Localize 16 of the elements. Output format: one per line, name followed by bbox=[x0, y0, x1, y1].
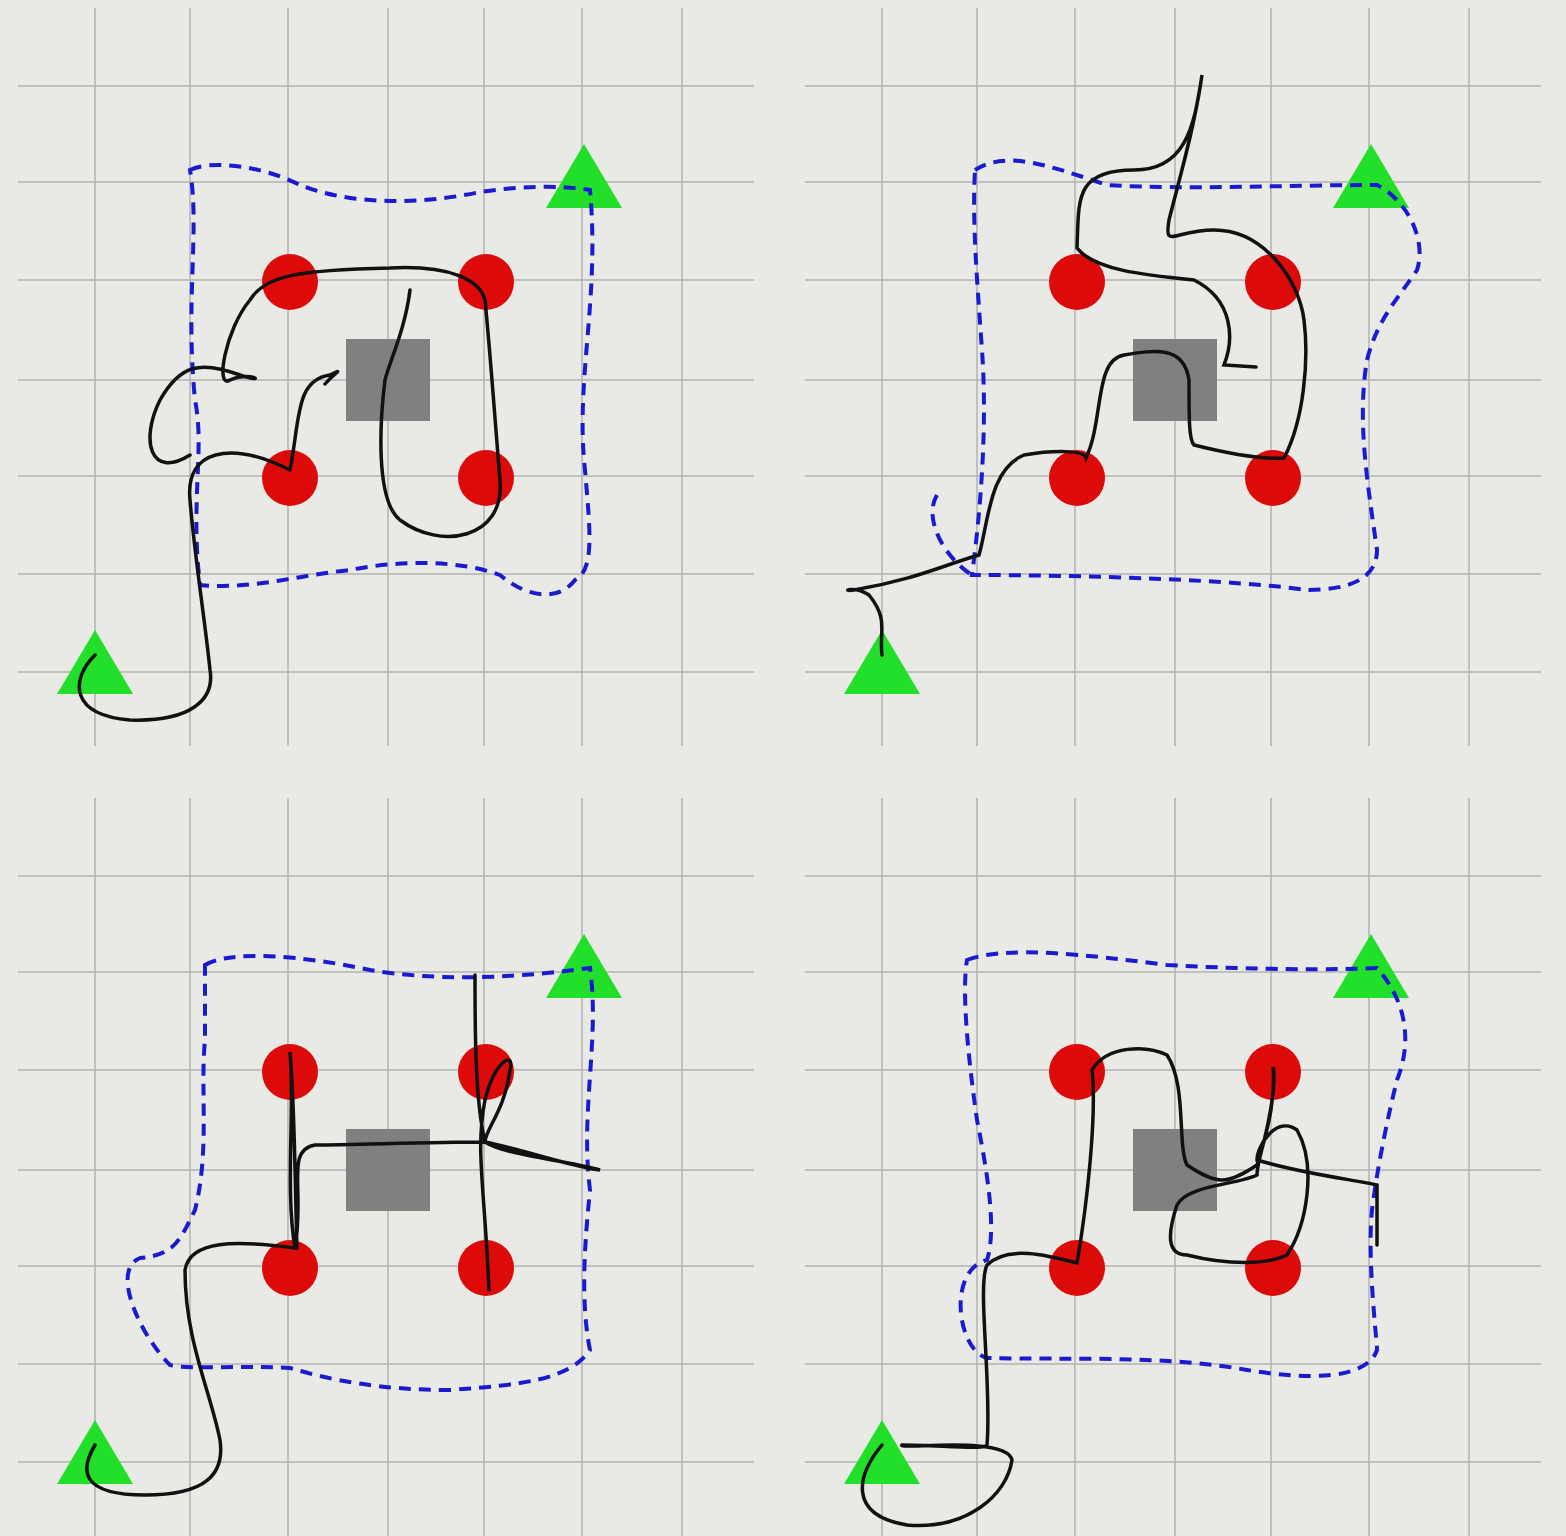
triangle-marker bbox=[1333, 934, 1409, 998]
trajectory-path bbox=[846, 73, 1308, 657]
trajectory-path bbox=[77, 265, 502, 722]
square-marker bbox=[346, 1129, 430, 1211]
square-marker bbox=[1133, 339, 1217, 421]
triangle-marker bbox=[57, 1420, 133, 1484]
triangle-marker bbox=[1333, 144, 1409, 208]
triangle-marker bbox=[546, 144, 622, 208]
trajectory-path bbox=[85, 973, 602, 1497]
square-marker bbox=[346, 339, 430, 421]
triangle-marker bbox=[844, 630, 920, 694]
triangle-marker bbox=[546, 934, 622, 998]
triangle-marker bbox=[844, 1420, 920, 1484]
trajectory-path bbox=[860, 1047, 1379, 1528]
square-marker bbox=[1133, 1129, 1217, 1211]
triangle-marker bbox=[57, 630, 133, 694]
